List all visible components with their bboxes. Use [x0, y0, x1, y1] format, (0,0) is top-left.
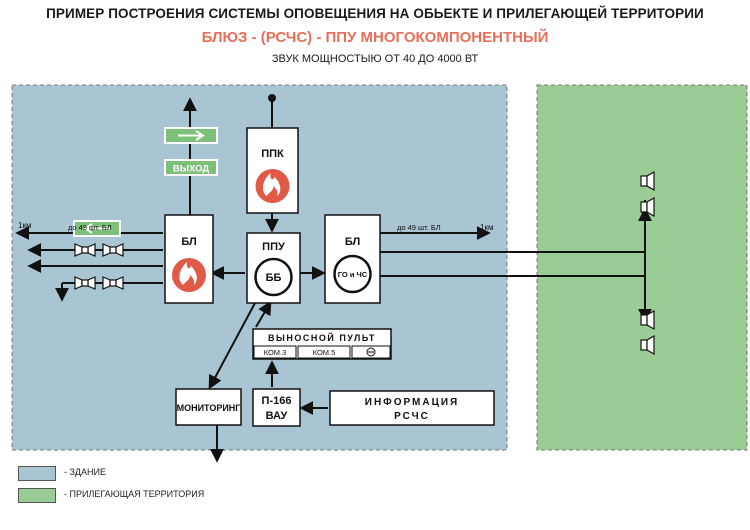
right-count-label: до 49 шт. БЛ — [397, 223, 441, 232]
bl-left-label: БЛ — [181, 236, 196, 248]
kom5-label: КОМ.5 — [313, 348, 336, 357]
legend-territory-label: - ПРИЛЕГАЮЩАЯ ТЕРРИТОРИЯ — [64, 489, 205, 499]
p166-block — [252, 388, 301, 427]
left-count-label: до 49 шт. БЛ — [68, 223, 112, 232]
kom3-label: КОМ.3 — [264, 348, 287, 357]
right-distance-label: 1км — [480, 223, 493, 232]
remote-panel-title: ВЫНОСНОЙ ПУЛЬТ — [268, 332, 376, 343]
territory-area — [536, 84, 748, 451]
go-chs-label: ГО и ЧС — [338, 270, 368, 279]
ppk-label: ППК — [261, 148, 284, 160]
monitoring-block — [175, 388, 242, 426]
fire-icon — [172, 258, 206, 292]
subtitle: БЛЮЗ - (РСЧС) - ППУ МНОГОКОМПОНЕНТНЫЙ — [201, 29, 549, 46]
p166-line1: П-166 — [262, 395, 292, 407]
legend-building-label: - ЗДАНИЕ — [64, 467, 107, 477]
power-range-text: ЗВУК МОЩНОСТЫЮ ОТ 40 ДО 4000 ВТ — [271, 53, 479, 65]
fire-icon — [255, 169, 290, 203]
exit-sign — [164, 159, 218, 176]
legend-building-swatch — [18, 466, 56, 481]
p166-line2: ВАУ — [266, 410, 288, 422]
left-distance-label: 1км — [18, 221, 31, 230]
main-title: ПРИМЕР ПОСТРОЕНИЯ СИСТЕМЫ ОПОВЕЩЕНИЯ НА … — [46, 6, 704, 21]
bl-right-label: БЛ — [345, 236, 360, 248]
info-rschs-block — [329, 390, 495, 426]
info-line1: ИНФОРМАЦИЯ — [365, 397, 460, 408]
bb-label: ББ — [266, 272, 282, 284]
microphone-icon — [366, 347, 376, 357]
bb-circle — [254, 257, 293, 297]
exit-sign-label: ВЫХОД — [173, 164, 210, 175]
monitoring-label: МОНИТОРИНГ — [177, 403, 241, 413]
legend-territory-swatch — [18, 488, 56, 503]
ppu-label: ППУ — [262, 241, 285, 253]
info-line2: РСЧС — [394, 411, 430, 422]
go-chs-circle — [333, 254, 372, 294]
